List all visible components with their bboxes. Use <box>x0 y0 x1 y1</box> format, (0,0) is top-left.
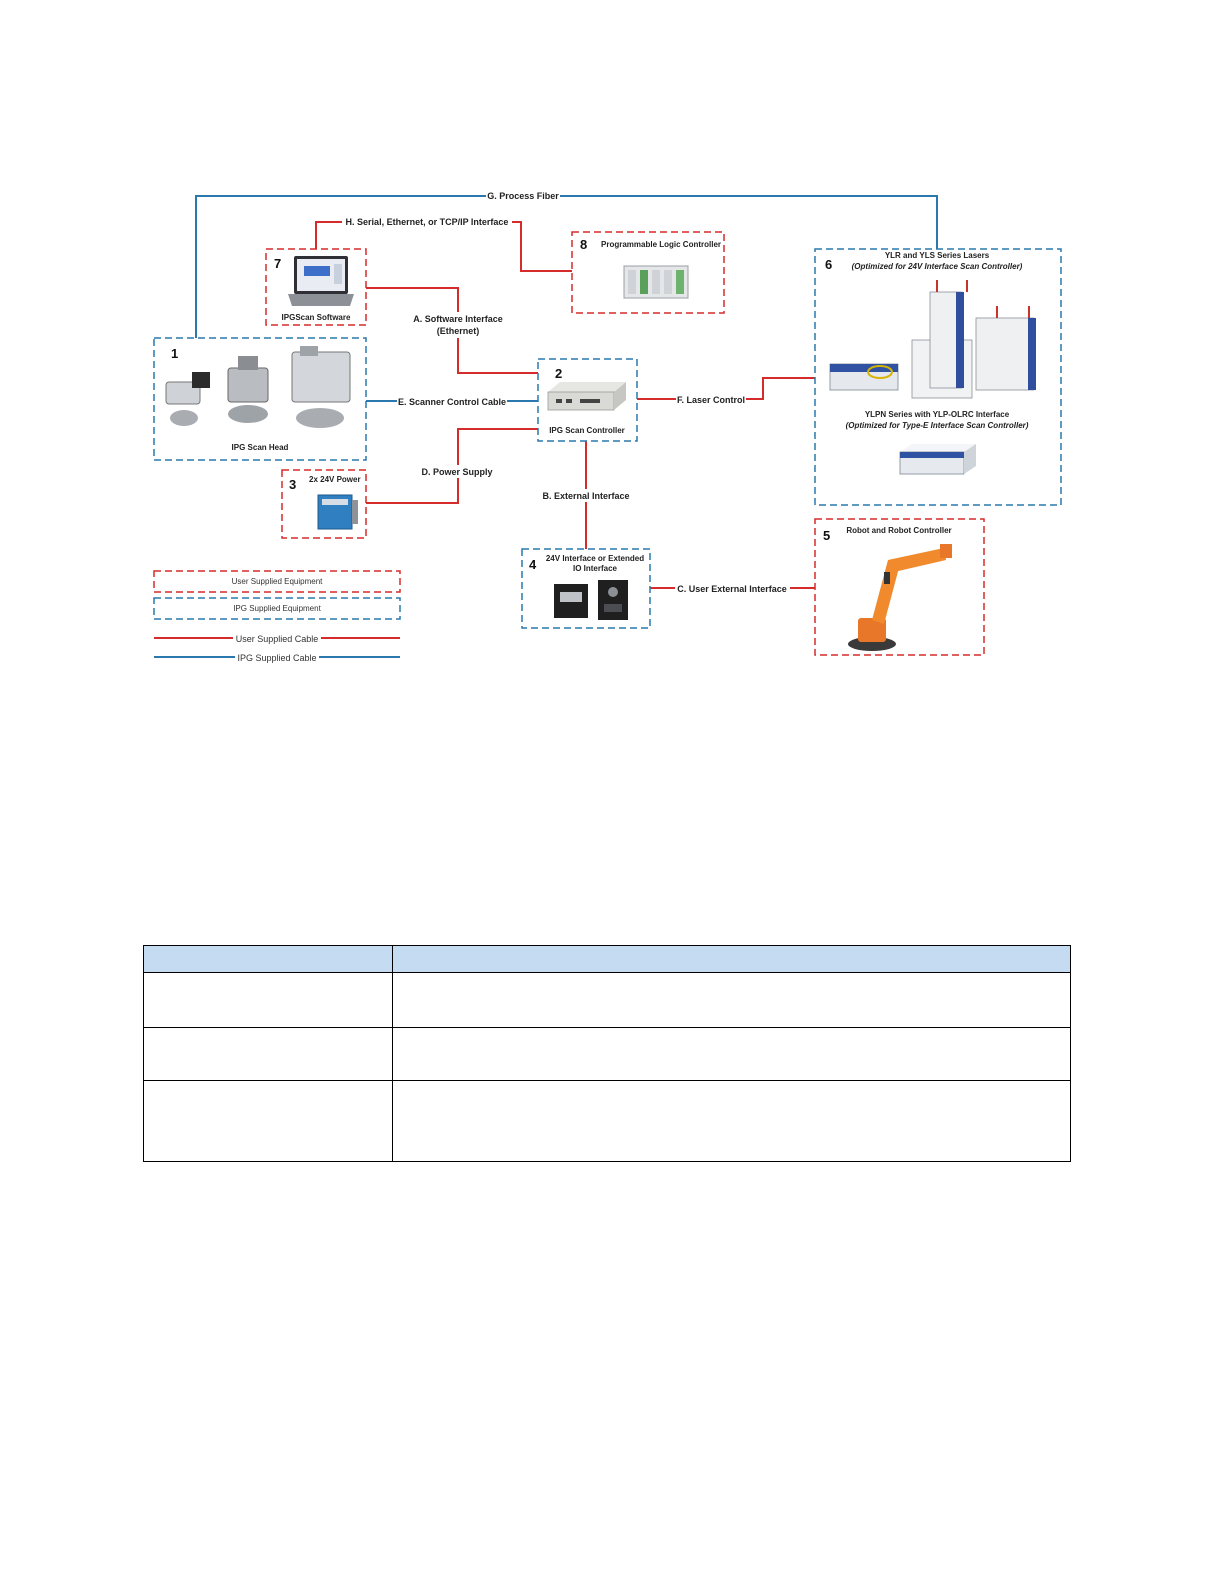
box-6-series-label: YLPN Series with YLP-OLRC Interface <box>865 410 1010 419</box>
cable-g-process-fiber <box>195 195 938 338</box>
box-5-robot: 5 Robot and Robot Controller <box>814 518 985 656</box>
cable-a-label: A. Software Interface <box>413 314 503 324</box>
scan-head-icon <box>227 356 269 423</box>
box-5-number: 5 <box>823 528 830 543</box>
box-1-number: 1 <box>171 346 178 361</box>
legend-user-equipment-swatch <box>153 570 401 593</box>
box-3-label: 2x 24V Power <box>309 475 361 484</box>
table-row <box>143 972 1071 1028</box>
robot-arm-icon <box>848 544 952 651</box>
controller-icon <box>547 382 626 411</box>
box-4-interface: 4 24V Interface or Extended IO Interface <box>521 548 651 629</box>
box-8-label: Programmable Logic Controller <box>601 240 721 249</box>
laser-source-icon <box>975 306 1036 391</box>
power-supply-icon <box>317 494 358 530</box>
table-cell <box>143 1027 393 1081</box>
box-2-number: 2 <box>555 366 562 381</box>
cable-a-sublabel: (Ethernet) <box>437 326 480 336</box>
legend: User Supplied Equipment IPG Supplied Equ… <box>153 570 401 663</box>
box-2-label: IPG Scan Controller <box>549 426 625 435</box>
box-4-number: 4 <box>529 557 537 572</box>
box-7-label: IPGScan Software <box>282 313 351 322</box>
box-6-number: 6 <box>825 257 832 272</box>
plc-icon <box>623 265 689 299</box>
cable-f-label: F. Laser Control <box>677 395 745 405</box>
table-cell <box>392 1027 1071 1081</box>
cable-h-serial-interface <box>315 221 572 272</box>
cable-g-label: G. Process Fiber <box>487 191 559 201</box>
empty-table <box>143 945 1071 1162</box>
legend-ipg-equipment-label: IPG Supplied Equipment <box>233 604 321 613</box>
laser-source-icon <box>829 363 899 391</box>
interface-board-icon <box>554 580 628 620</box>
box-7-number: 7 <box>274 256 281 271</box>
table-header-cell <box>143 945 393 973</box>
box-4-label: 24V Interface or Extended <box>546 554 644 563</box>
laser-source-icon <box>929 280 968 389</box>
box-1-label: IPG Scan Head <box>232 443 289 452</box>
box-8-plc: 8 Programmable Logic Controller <box>571 231 725 314</box>
box-1-scan-head: 1 IPG Scan Head <box>153 337 367 461</box>
laptop-icon <box>288 256 354 306</box>
box-6-subtitle: (Optimized for 24V Interface Scan Contro… <box>852 262 1023 271</box>
table-cell <box>143 1080 393 1162</box>
box-6-title: YLR and YLS Series Lasers <box>885 251 990 260</box>
box-6-series-sublabel: (Optimized for Type-E Interface Scan Con… <box>846 421 1029 430</box>
box-2-scan-controller: 2 IPG Scan Controller <box>537 358 638 442</box>
box-4-sublabel: IO Interface <box>573 564 618 573</box>
box-5-label: Robot and Robot Controller <box>846 526 951 535</box>
system-diagram: G. Process Fiber H. Serial, Ethernet, or… <box>153 189 1062 663</box>
table-cell <box>392 1080 1071 1162</box>
cable-b-label: B. External Interface <box>542 491 629 501</box>
scan-head-icon <box>291 346 351 428</box>
box-3-power-supply: 3 2x 24V Power <box>281 469 367 539</box>
box-7-ipgscan-software: 7 IPGScan Software <box>265 248 367 326</box>
table-row <box>143 1027 1071 1081</box>
laser-source-icon <box>899 444 976 475</box>
table-cell <box>392 972 1071 1028</box>
legend-user-equipment-label: User Supplied Equipment <box>232 577 323 586</box>
cable-d-label: D. Power Supply <box>421 467 492 477</box>
table-header-row <box>143 945 1071 973</box>
box-8-number: 8 <box>580 237 587 252</box>
cable-c-label: C. User External Interface <box>677 584 787 594</box>
legend-ipg-equipment-swatch <box>153 597 401 620</box>
box-3-number: 3 <box>289 477 296 492</box>
legend-ipg-cable-label: IPG Supplied Cable <box>237 653 316 663</box>
table-row <box>143 1080 1071 1162</box>
cable-e-label: E. Scanner Control Cable <box>398 397 506 407</box>
scan-head-icon <box>165 372 210 426</box>
table-cell <box>143 972 393 1028</box>
legend-user-cable-label: User Supplied Cable <box>236 634 319 644</box>
box-6-lasers: 6 YLR and YLS Series Lasers (Optimized f… <box>814 248 1062 506</box>
cable-h-label: H. Serial, Ethernet, or TCP/IP Interface <box>346 217 509 227</box>
table-header-cell <box>392 945 1071 973</box>
